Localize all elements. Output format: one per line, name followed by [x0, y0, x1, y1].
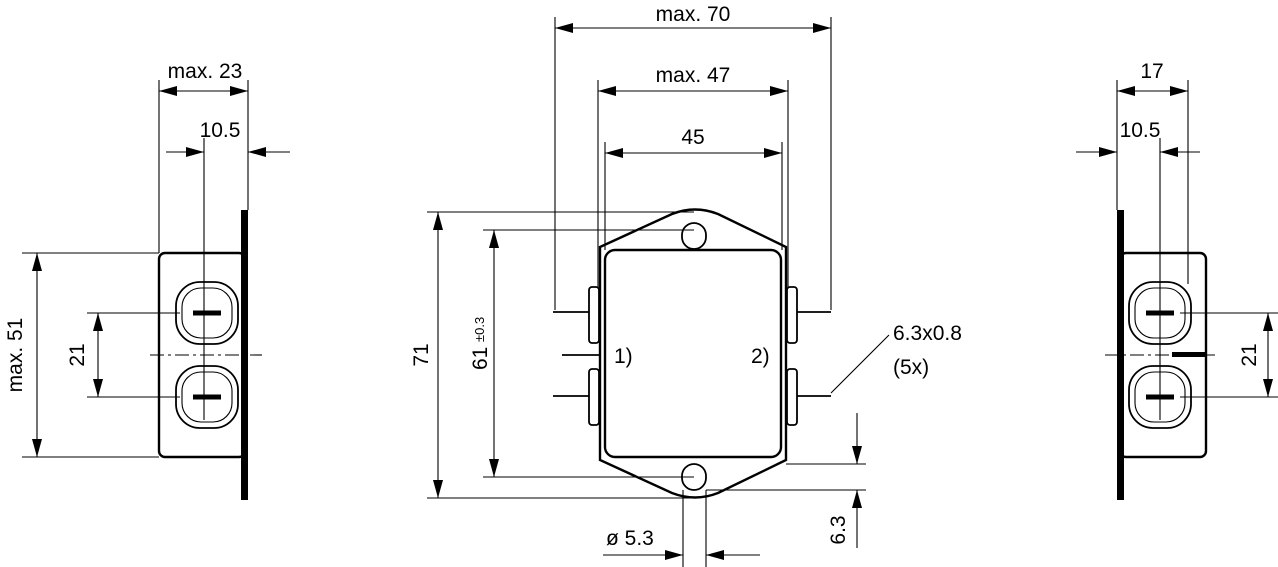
dim-61-tolerance: ±0.3	[472, 317, 487, 342]
dim-10-5-right-label: 10.5	[1120, 119, 1161, 142]
dim-10-5-label: 10.5	[200, 119, 241, 142]
dim-21-left-label: 21	[66, 343, 89, 366]
label-2: 2)	[751, 345, 770, 368]
right-mounting-plate	[1117, 210, 1124, 500]
terminal-count-label: (5x)	[893, 356, 929, 379]
front-case	[603, 248, 783, 459]
dim-max47-label: max. 47	[656, 64, 731, 87]
top-mounting-hole	[681, 222, 707, 250]
dim-max70-label: max. 70	[656, 3, 731, 26]
label-1: 1)	[614, 345, 633, 368]
front-right-terminal-bottom	[786, 368, 798, 426]
dim-17-label: 17	[1140, 60, 1163, 83]
left-side-view: max. 23 10.5 max. 51 21	[4, 60, 290, 500]
dim-6-3-label: 6.3	[827, 515, 850, 544]
dim-71-label: 71	[410, 343, 433, 366]
front-left-terminal-bottom	[588, 368, 600, 426]
right-marker	[1172, 352, 1206, 357]
dim-max23-label: max. 23	[168, 60, 243, 83]
dim-max51-label: max. 51	[4, 318, 27, 393]
terminal-size-label: 6.3x0.8	[893, 322, 962, 345]
dim-21-right-label: 21	[1238, 343, 1261, 366]
front-left-terminal-top	[588, 286, 600, 344]
dim-61-label: 61	[469, 347, 492, 370]
hole-diameter-label: ø 5.3	[606, 527, 654, 550]
front-right-terminal-top	[786, 286, 798, 344]
dim-45-label: 45	[681, 126, 704, 149]
front-view: 1) 2) max. 70 max. 47 45 71	[410, 3, 962, 567]
right-side-view: 17 10.5 21	[1076, 60, 1278, 500]
